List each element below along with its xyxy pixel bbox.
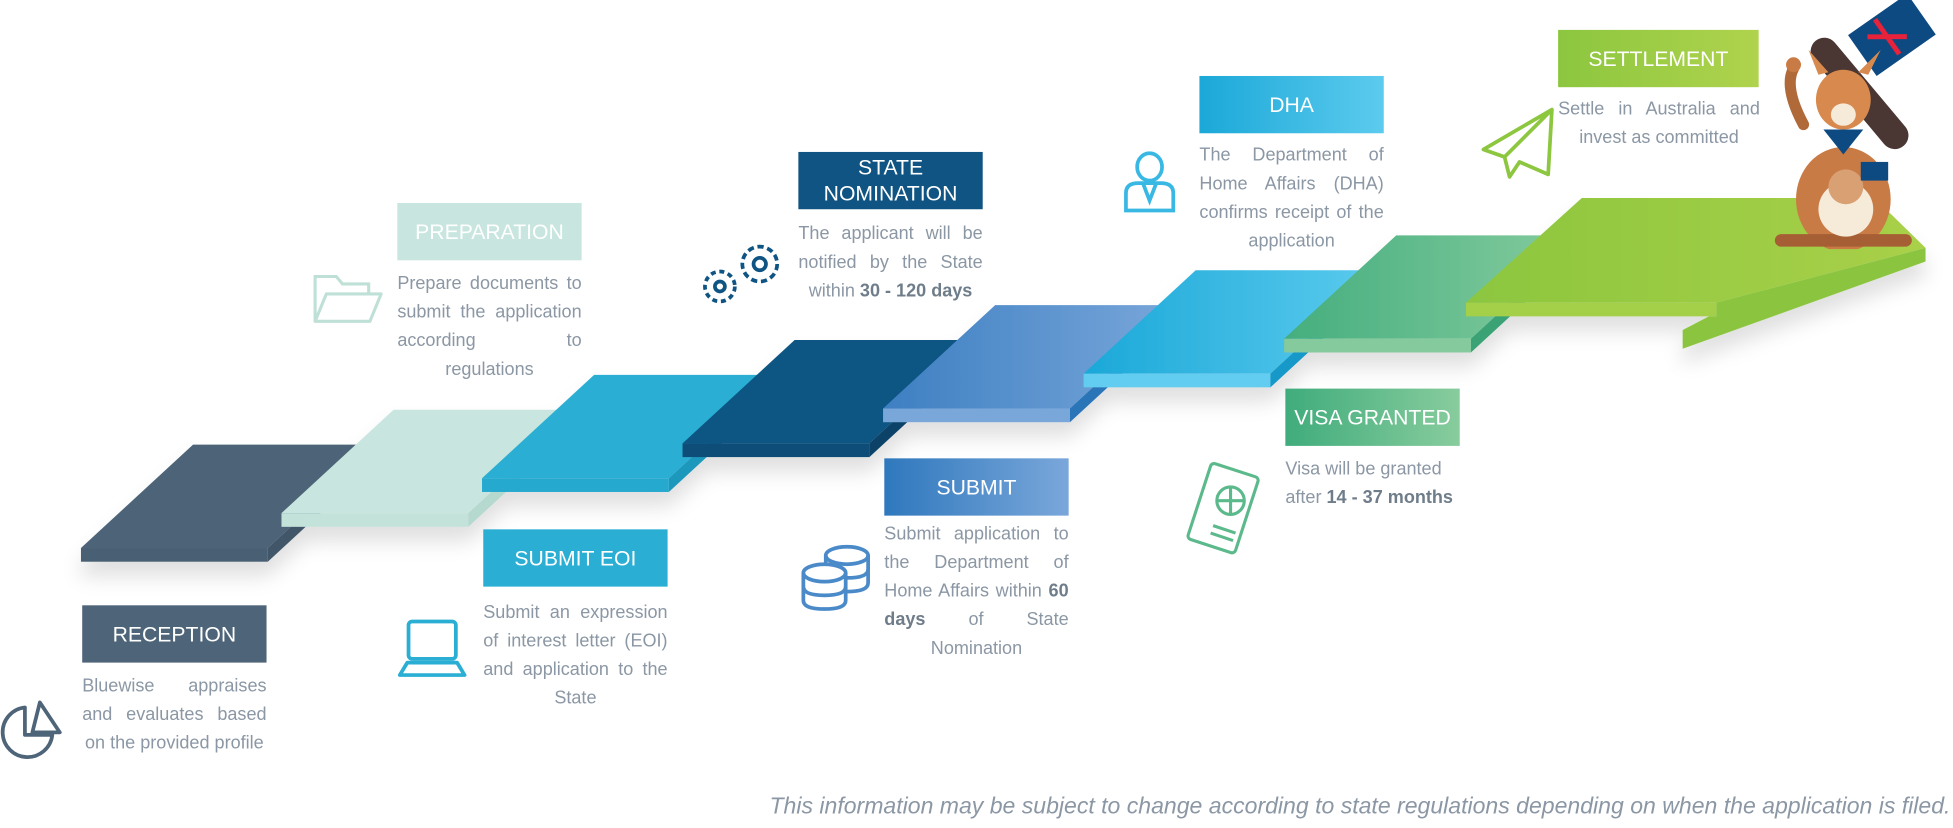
step-desc-reception: Bluewise appraises and evaluates based o… <box>82 676 267 754</box>
gears-icon <box>703 244 780 304</box>
step-title-settlement: SETTLEMENT <box>1558 29 1759 88</box>
step-title-submit: SUBMIT <box>884 458 1069 516</box>
step-desc-state-nomination: The applicant will be notified by the St… <box>798 224 983 302</box>
step-desc-settlement: Settle in Australia and invest as commit… <box>1558 99 1760 149</box>
coins-icon <box>801 544 870 611</box>
step-desc-visa-granted: Visa will be granted after 14 - 37 month… <box>1285 459 1453 509</box>
pie-chart-icon <box>0 700 62 759</box>
step-desc-preparation: Prepare documents to submit the applicat… <box>397 274 582 380</box>
person-icon <box>1124 151 1176 213</box>
paper-plane-icon <box>1481 107 1554 179</box>
laptop-icon <box>397 619 467 677</box>
folder-icon <box>313 274 383 323</box>
step-title-reception: RECEPTION <box>82 605 267 663</box>
step-desc-submit: Submit application to the Department of … <box>884 524 1069 659</box>
step-desc-dha: The Department of Home Affairs (DHA) con… <box>1199 145 1384 252</box>
step-title-submit-eoi: SUBMIT EOI <box>483 529 668 587</box>
step-title-dha: DHA <box>1199 75 1384 134</box>
disclaimer-note: This information may be subject to chang… <box>769 792 1951 819</box>
step-title-preparation: PREPARATION <box>397 203 582 261</box>
passport-icon <box>1186 461 1260 555</box>
step-desc-submit-eoi: Submit an expression of interest letter … <box>483 602 668 709</box>
kangaroo-illustration <box>1774 0 1936 250</box>
step-title-state-nomination: STATE NOMINATION <box>798 151 983 210</box>
step-title-visa-granted: VISA GRANTED <box>1285 388 1460 446</box>
